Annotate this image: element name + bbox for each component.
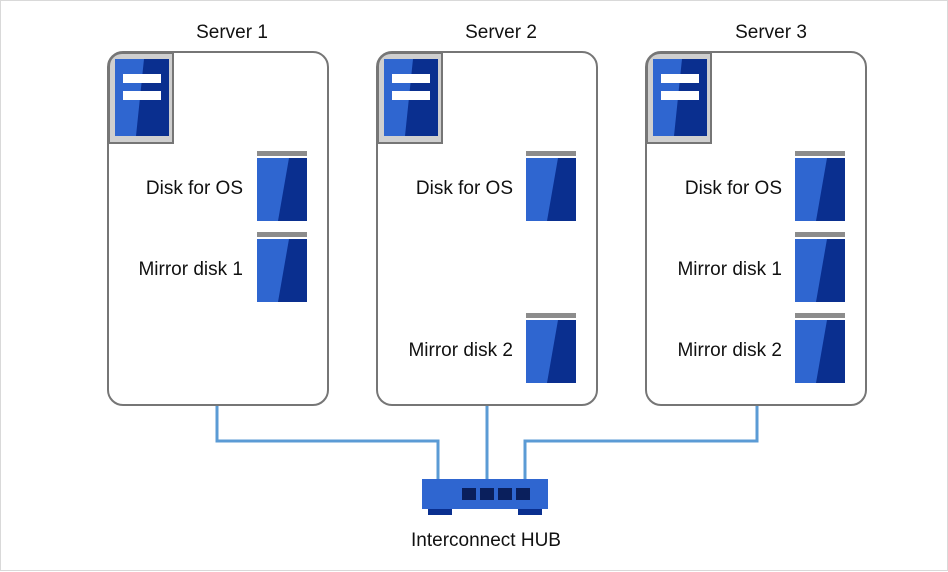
disk-icon	[257, 151, 307, 221]
disk-icon	[795, 232, 845, 302]
server1-disk-os-label: Disk for OS	[145, 178, 243, 199]
hub-label: Interconnect HUB	[411, 530, 561, 551]
server3-mirror1-label: Mirror disk 1	[677, 259, 782, 280]
server3-title: Server 3	[735, 22, 807, 43]
server3-disk-os-label: Disk for OS	[684, 178, 782, 199]
server2-disk-os-label: Disk for OS	[415, 178, 513, 199]
server1-box	[107, 51, 329, 406]
server2-box	[376, 51, 598, 406]
disk-icon	[795, 313, 845, 383]
server3-mirror2-label: Mirror disk 2	[677, 340, 782, 361]
disk-icon	[257, 232, 307, 302]
server1-title: Server 1	[196, 22, 268, 43]
disk-icon	[526, 313, 576, 383]
disk-icon	[526, 151, 576, 221]
server1-mirror1-label: Mirror disk 1	[138, 259, 243, 280]
server1-link	[215, 406, 440, 479]
server-icon	[377, 52, 443, 144]
server2-title: Server 2	[465, 22, 537, 43]
network-hub-icon	[422, 479, 548, 515]
server-icon	[108, 52, 174, 144]
disk-icon	[795, 151, 845, 221]
server2-mirror2-label: Mirror disk 2	[408, 340, 513, 361]
server-icon	[646, 52, 712, 144]
server3-link	[523, 406, 759, 479]
